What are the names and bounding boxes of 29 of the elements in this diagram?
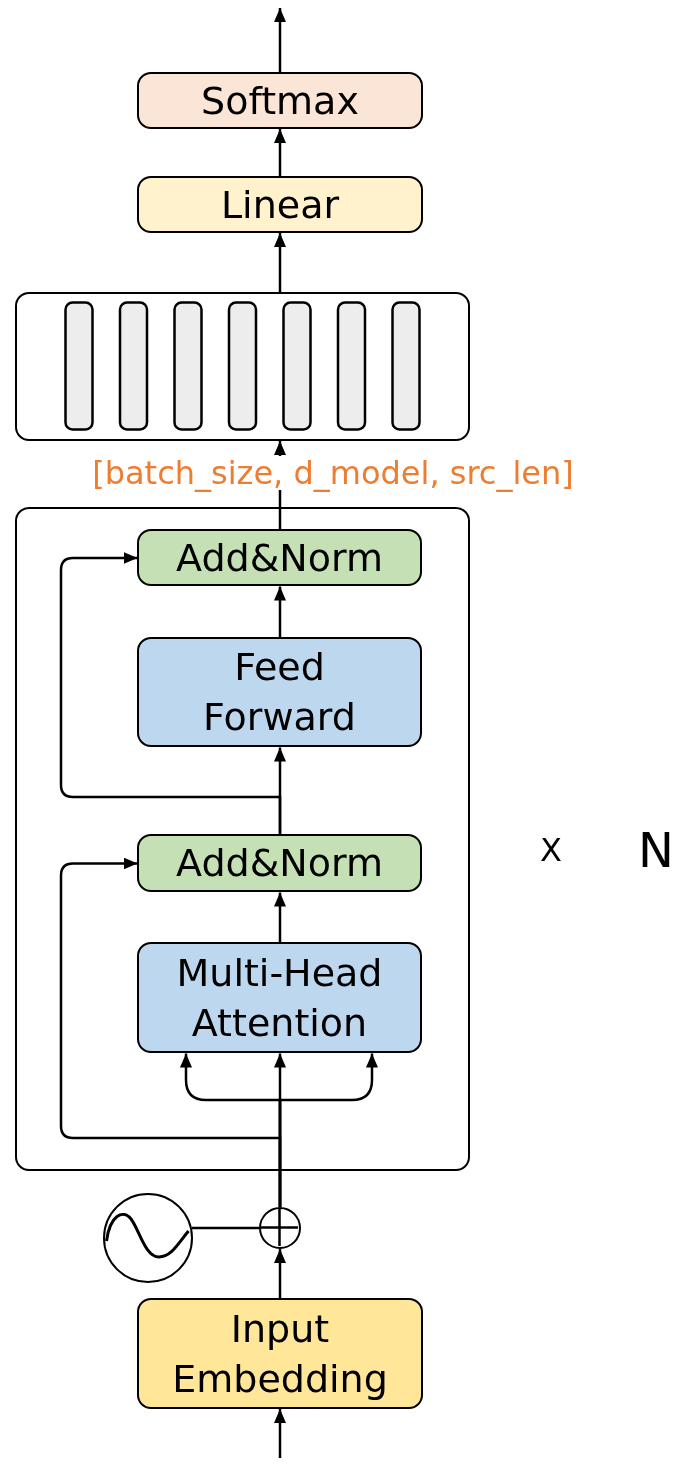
layer-box xyxy=(137,72,423,129)
edge-label: [batch_size, d_model, src_len] xyxy=(92,456,574,490)
layer-label: Input Embedding xyxy=(171,1305,389,1403)
vector-block xyxy=(15,292,470,441)
multiply-sign: X xyxy=(540,832,562,868)
layer-box xyxy=(137,176,423,233)
arrow xyxy=(59,552,282,835)
arrow xyxy=(274,1249,286,1298)
arrow xyxy=(274,233,286,292)
connector-line xyxy=(192,1226,259,1230)
layer-box xyxy=(137,529,422,586)
layer-label: Multi-Head Attention xyxy=(175,949,384,1047)
layer-label: Softmax xyxy=(201,77,359,125)
layer-box xyxy=(137,1298,423,1409)
arrow xyxy=(274,1409,286,1458)
layer-label: Add&Norm xyxy=(176,840,383,887)
encoder-frame xyxy=(15,507,470,1171)
layer-box xyxy=(137,834,422,892)
layer-box xyxy=(137,637,422,747)
arrow xyxy=(274,129,286,176)
arrow xyxy=(59,857,282,1207)
layer-label: Add&Norm xyxy=(176,534,383,582)
layer-label: Linear xyxy=(220,181,340,229)
arrow xyxy=(274,8,286,72)
arrow xyxy=(274,586,286,638)
layer-box xyxy=(137,942,422,1053)
repeat-count: N xyxy=(638,823,674,877)
layer-label: Feed Forward xyxy=(202,644,357,741)
arrow xyxy=(274,892,286,943)
